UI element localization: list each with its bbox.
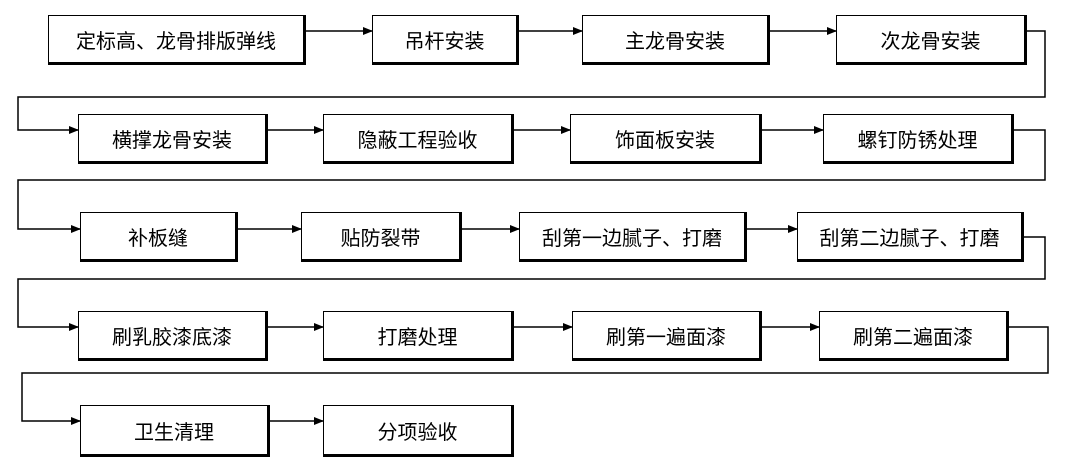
step-8: 螺钉防锈处理	[823, 114, 1014, 164]
connector-4-5	[17, 30, 1046, 134]
step-18: 分项验收	[323, 405, 514, 457]
step-2: 吊杆安装	[372, 15, 519, 65]
step-10: 贴防裂带	[301, 212, 462, 262]
connector-16-17	[21, 326, 1049, 425]
step-6: 隐蔽工程验收	[323, 114, 514, 164]
step-4: 次龙骨安装	[836, 15, 1027, 65]
step-12: 刮第二边腻子、打磨	[797, 212, 1024, 262]
step-17: 卫生清理	[80, 405, 270, 457]
connector-12-13	[17, 236, 1046, 331]
step-5: 横撑龙骨安装	[78, 114, 268, 164]
step-3: 主龙骨安装	[582, 15, 770, 65]
step-13: 刷乳胶漆底漆	[78, 311, 268, 361]
step-11: 刮第一边腻子、打磨	[519, 212, 747, 262]
step-9: 补板缝	[80, 212, 238, 262]
step-1: 定标高、龙骨排版弹线	[48, 15, 306, 65]
connector-8-9	[17, 129, 1046, 233]
step-7: 饰面板安装	[570, 114, 762, 164]
step-16: 刷第二遍面漆	[819, 311, 1009, 361]
step-15: 刷第一遍面漆	[572, 311, 762, 361]
step-14: 打磨处理	[323, 311, 514, 361]
